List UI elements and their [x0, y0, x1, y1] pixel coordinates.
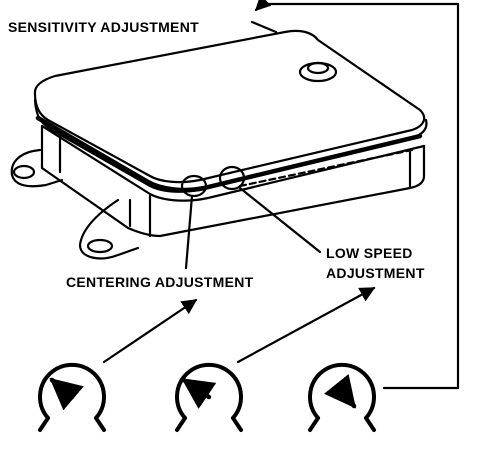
- dial-pointer: [323, 374, 357, 409]
- sensitivity-label: SENSITIVITY ADJUSTMENT: [8, 19, 199, 35]
- dial-sensitivity: [308, 362, 376, 432]
- sensitivity-leader: [250, 20, 278, 34]
- low-speed-label-line2: ADJUSTMENT: [326, 265, 425, 281]
- control-module-box: [10, 29, 428, 260]
- dial-pointer: [181, 377, 217, 409]
- arrow-dial-to-sensitivity: [254, 0, 460, 390]
- dial-centering: [38, 362, 106, 432]
- arrow-dial-to-centering: [102, 298, 198, 364]
- centering-leader: [184, 194, 194, 270]
- low-speed-label-line1: LOW SPEED: [326, 245, 413, 261]
- centering-label: CENTERING ADJUSTMENT: [66, 274, 254, 290]
- bottom-mount-hole: [86, 238, 114, 254]
- low-speed-leader: [238, 186, 322, 254]
- dial-low-speed: [175, 362, 243, 432]
- centering-screw: [180, 174, 208, 198]
- low-speed-screw: [218, 165, 246, 191]
- left-mount-hole: [12, 164, 36, 180]
- arrow-dial-to-low-speed: [236, 286, 376, 364]
- dial-pointer: [49, 377, 84, 411]
